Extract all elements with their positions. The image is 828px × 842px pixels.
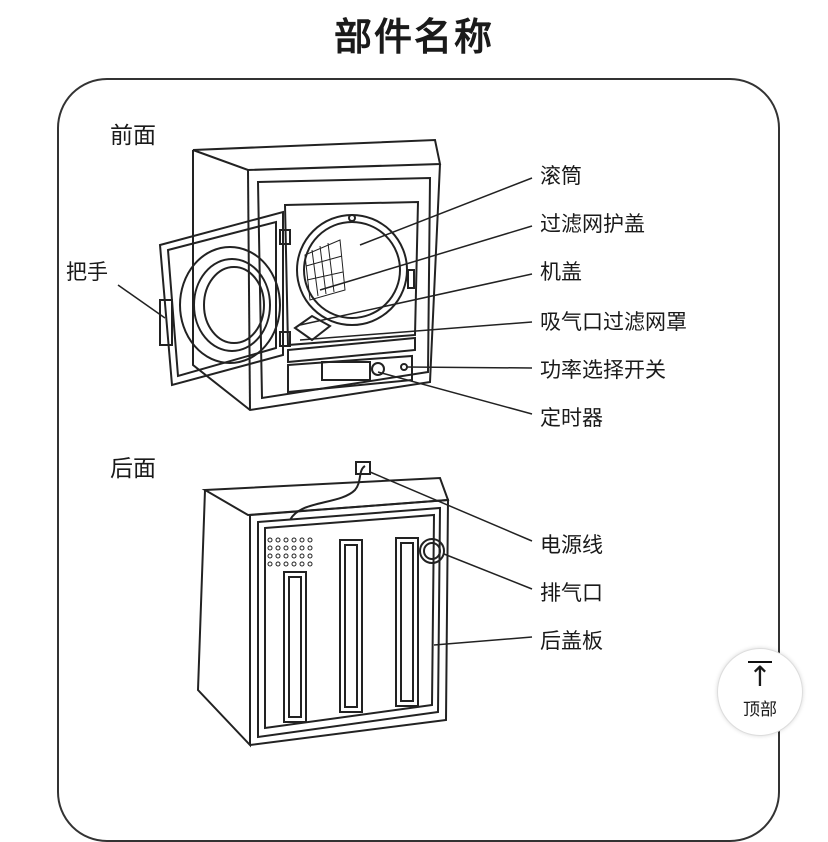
front-dryer — [158, 138, 442, 412]
label-power-switch: 功率选择开关 — [540, 358, 666, 382]
front-heading: 前面 — [110, 123, 156, 149]
label-exhaust: 排气口 — [540, 581, 603, 605]
arrow-up-to-top-icon: ↑ — [748, 660, 772, 693]
dryer-illustration — [117, 138, 533, 748]
back-dryer — [196, 461, 450, 748]
back-to-top-button[interactable]: ↑ 顶部 — [717, 648, 803, 736]
back-heading: 后面 — [110, 456, 156, 482]
front-leader-lines — [117, 177, 533, 415]
back-leader-lines — [369, 471, 533, 646]
back-to-top-label: 顶部 — [743, 700, 777, 720]
label-intake-filter: 吸气口过滤网罩 — [540, 310, 687, 334]
label-power-cord: 电源线 — [540, 533, 603, 557]
label-handle: 把手 — [66, 260, 108, 284]
label-filter-cover: 过滤网护盖 — [540, 212, 645, 236]
label-cabinet-cover: 机盖 — [540, 260, 582, 284]
label-back-panel: 后盖板 — [540, 629, 603, 653]
label-drum: 滚筒 — [540, 164, 582, 188]
label-timer: 定时器 — [540, 406, 603, 430]
page-title: 部件名称 — [333, 15, 494, 59]
